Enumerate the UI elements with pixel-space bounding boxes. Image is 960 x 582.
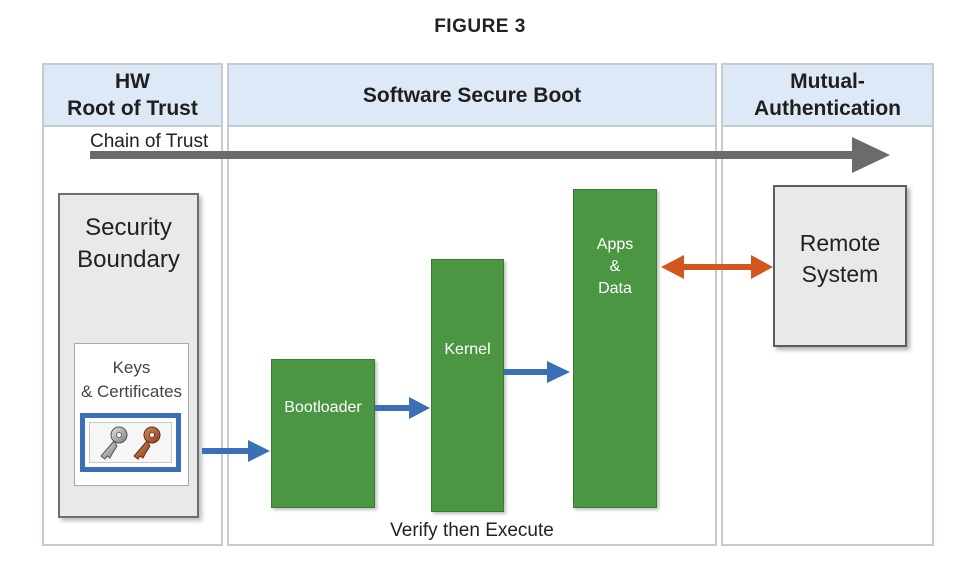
key-icon-copper (133, 426, 161, 460)
hw-root-of-trust-title: HW Root of Trust (67, 70, 198, 120)
apps-data-label: Apps & Data (596, 236, 634, 297)
kernel-label: Kernel (444, 341, 491, 358)
bootloader-to-kernel-arrow (375, 397, 430, 419)
keys-to-bootloader-arrow (202, 440, 270, 462)
mutual-authentication-title: Mutual- Authentication (754, 70, 901, 120)
keys-graphic (100, 426, 161, 460)
bootloader-label: Bootloader (284, 399, 362, 416)
security-boundary-label: Security Boundary (77, 214, 180, 273)
kernel-block: Kernel (431, 259, 504, 512)
mutual-authentication-arrow (661, 255, 773, 279)
apps-data-block: Apps & Data (573, 189, 657, 508)
keys-certificates-label: Keys & Certificates (80, 358, 183, 401)
software-secure-boot-header: Software Secure Boot (229, 65, 715, 127)
hw-root-of-trust-header: HW Root of Trust (44, 65, 221, 127)
key-icon-silver (100, 426, 128, 460)
keys-panel (89, 422, 172, 463)
figure-title: FIGURE 3 (434, 16, 526, 37)
chain-of-trust-label: Chain of Trust (90, 131, 209, 152)
verify-then-execute-label: Verify then Execute (390, 520, 554, 541)
mutual-authentication-header: Mutual- Authentication (723, 65, 932, 127)
software-secure-boot-title: Software Secure Boot (362, 83, 582, 107)
kernel-to-apps-arrow (504, 361, 570, 383)
bootloader-block: Bootloader (271, 359, 375, 508)
remote-system-label: Remote System (799, 230, 881, 287)
chain-of-trust-arrow (90, 137, 890, 173)
keys-frame (80, 413, 181, 472)
remote-system-box (773, 185, 907, 347)
